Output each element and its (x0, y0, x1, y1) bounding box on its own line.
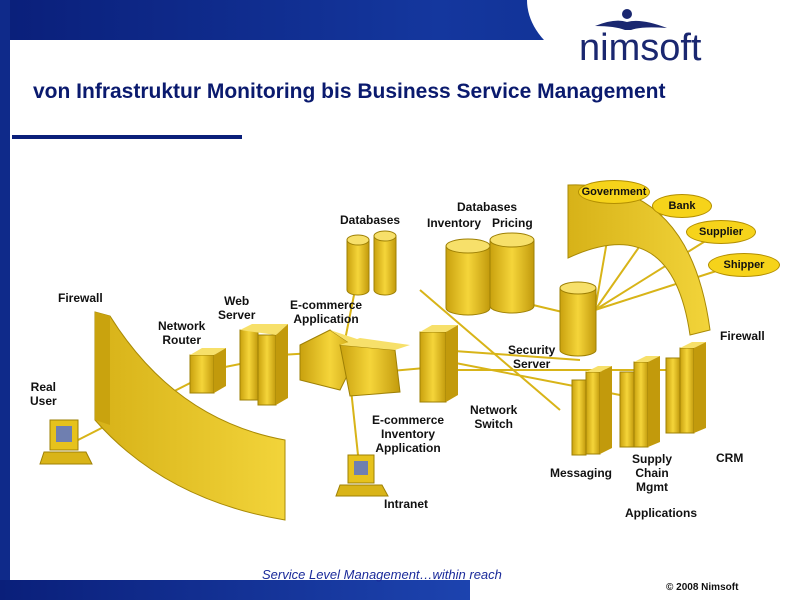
security-server-icon (559, 281, 597, 357)
logo-figure-icon (595, 9, 667, 30)
partner-supplier: Supplier (686, 220, 756, 244)
label-ecommerce-inventory: E-commerce Inventory Application (372, 413, 445, 455)
intranet-computer-icon (335, 454, 389, 497)
label-firewall-left: Firewall (58, 291, 103, 305)
label-security-server: Security Server (508, 343, 556, 371)
label-firewall-right: Firewall (720, 329, 765, 343)
label-applications: Applications (625, 506, 698, 520)
label-crm: CRM (716, 451, 744, 465)
footer-copyright-panel (470, 579, 797, 600)
web-server-icon (239, 324, 288, 406)
partner-government: Government (578, 180, 650, 204)
label-network-switch: Network Switch (470, 403, 518, 431)
label-intranet: Intranet (384, 497, 429, 511)
supply-chain-server-icon (619, 356, 660, 448)
label-databases-right: Databases (457, 200, 518, 214)
messaging-server-icon (571, 366, 612, 456)
label-messaging: Messaging (550, 466, 613, 480)
logo-text: nimsoft (579, 27, 702, 66)
page-title: von Infrastruktur Monitoring bis Busines… (33, 80, 666, 103)
ecommerce-inventory-icon (339, 338, 410, 397)
nimsoft-logo: nimsoft (579, 9, 702, 66)
label-databases-left: Databases (340, 213, 401, 227)
title-underline (12, 135, 242, 139)
left-accent-bar (0, 0, 10, 600)
left-firewall-wall (94, 311, 286, 521)
label-network-router: Network Router (158, 319, 206, 347)
databases-inventory-pricing-icon (445, 232, 535, 316)
label-supply-chain: Supply Chain Mgmt (632, 452, 673, 494)
label-inventory: Inventory (427, 216, 482, 230)
copyright-text: © 2008 Nimsoft (666, 582, 739, 593)
network-router-icon (189, 348, 226, 394)
label-pricing: Pricing (492, 216, 533, 230)
label-web-server: Web Server (218, 294, 256, 322)
label-ecommerce-application: E-commerce Application (290, 298, 363, 326)
partner-shipper: Shipper (708, 253, 780, 277)
network-switch-icon (419, 325, 458, 403)
databases-left-icon (346, 230, 397, 296)
real-user-computer-icon (39, 419, 93, 465)
partner-bank: Bank (652, 194, 712, 218)
crm-server-icon (665, 342, 706, 434)
label-real-user: Real User (30, 380, 57, 408)
footer-tagline: Service Level Management…within reach (262, 567, 502, 582)
